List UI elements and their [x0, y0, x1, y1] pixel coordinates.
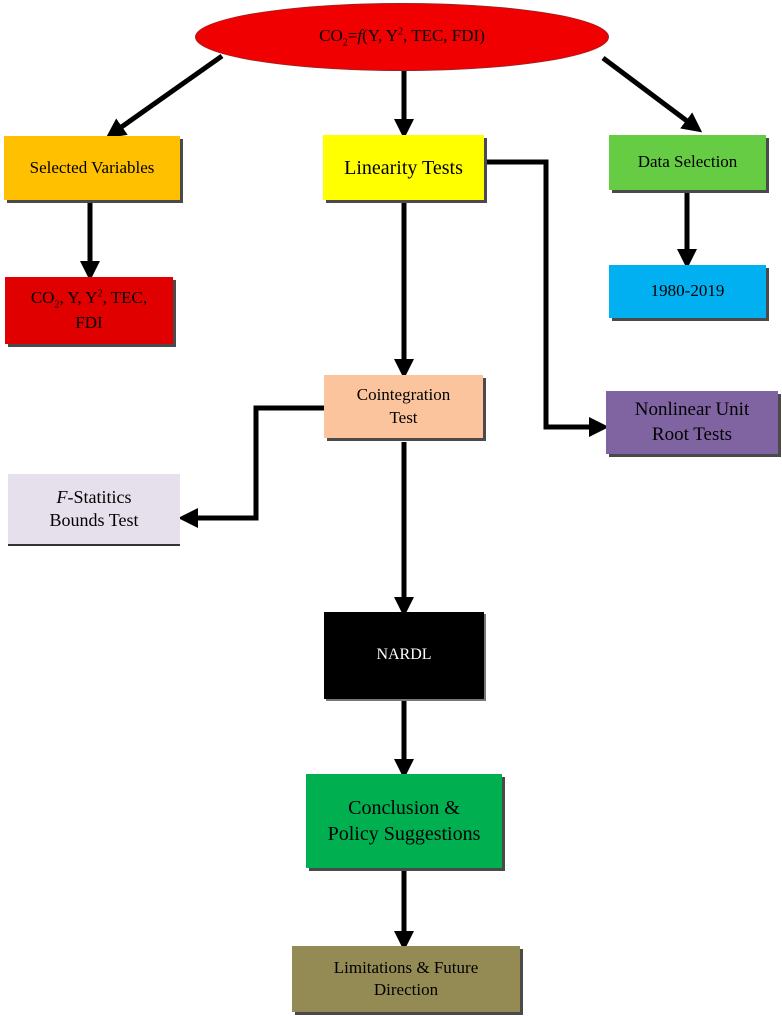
nonlinear-unit-root-tests-node: Nonlinear Unit Root Tests [606, 391, 778, 454]
conclusion-line-1: Conclusion & [348, 797, 460, 819]
arrow-ellipse-to-data-selection [601, 56, 703, 133]
limitations-line-2: Direction [373, 980, 439, 999]
conclusion-line-2: Policy Suggestions [327, 823, 481, 845]
nonlinear-line-2: Root Tests [651, 423, 733, 445]
selected-variables-label: Selected Variables [29, 157, 155, 177]
data-selection-node: Data Selection [609, 135, 766, 190]
arrow-linearity-to-nonlinear [485, 159, 609, 437]
cointegration-test-node: Cointegration Test [324, 375, 483, 438]
cointegration-line-2: Test [389, 407, 418, 427]
bounds-line-1: F-Statitics [56, 486, 132, 507]
arrow-ellipse-to-selected-variables [105, 53, 224, 139]
limitations-node: Limitations & Future Direction [292, 946, 520, 1012]
period-node: 1980-2019 [609, 265, 766, 318]
variables-list-node: CO2, Y, Y2, TEC, FDI [5, 277, 173, 344]
variables-line-2: FDI [75, 312, 103, 332]
linearity-tests-node: Linearity Tests [323, 135, 484, 200]
selected-variables-node: Selected Variables [4, 136, 180, 200]
linearity-tests-label: Linearity Tests [344, 156, 463, 179]
cointegration-line-1: Cointegration [356, 385, 451, 405]
model-equation-node: CO2=f(Y, Y2, TEC, FDI) [195, 3, 609, 71]
conclusion-node: Conclusion & Policy Suggestions [306, 774, 502, 868]
nonlinear-line-1: Nonlinear Unit [634, 398, 750, 420]
arrow-cointegration-to-bounds [178, 405, 325, 528]
data-selection-label: Data Selection [637, 152, 738, 172]
bounds-test-node: F-Statitics Bounds Test [8, 474, 180, 546]
nardl-node: NARDL [324, 612, 484, 699]
limitations-line-1: Limitations & Future [333, 957, 479, 977]
nardl-label: NARDL [376, 646, 432, 664]
variables-line-1: CO2, Y, Y2, TEC, [30, 288, 148, 311]
period-label: 1980-2019 [650, 281, 725, 301]
bounds-line-2: Bounds Test [49, 510, 139, 530]
model-equation: CO2=f(Y, Y2, TEC, FDI) [319, 25, 485, 49]
